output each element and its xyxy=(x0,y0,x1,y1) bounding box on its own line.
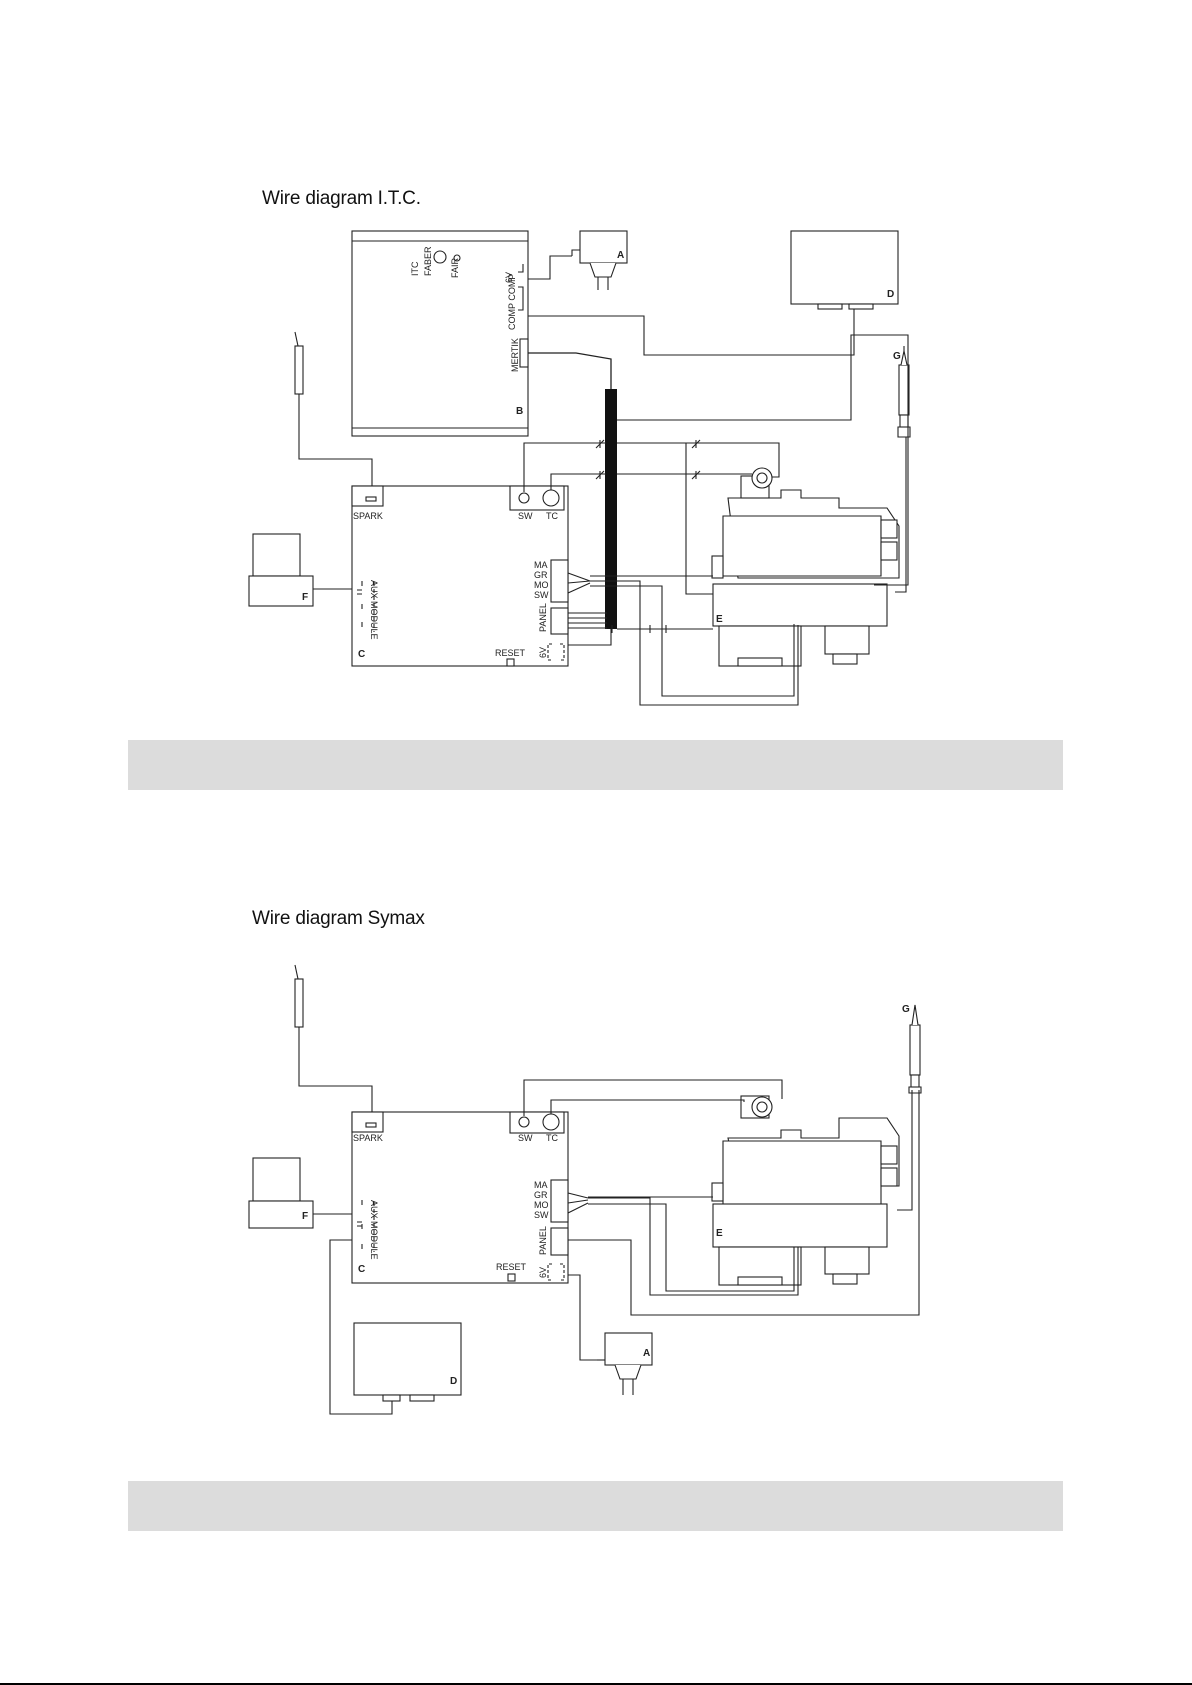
label-spark: SPARK xyxy=(353,511,383,521)
label-e-2: E xyxy=(716,1228,723,1239)
label-a-2: A xyxy=(643,1348,650,1359)
label-aux: AUX MODULE xyxy=(369,580,379,640)
label-sw: SW xyxy=(518,511,533,521)
component-e-valve-2: E xyxy=(712,1096,899,1285)
label-faber: FABER xyxy=(423,246,433,276)
label-sw2: SW xyxy=(534,590,549,600)
label-ma-2: MA xyxy=(534,1180,548,1190)
label-reset: RESET xyxy=(495,648,526,658)
label-mertik: MERTIK xyxy=(510,338,520,372)
component-g-probe-2: G xyxy=(902,1004,921,1093)
label-c: C xyxy=(358,649,365,660)
component-d-box-2: D xyxy=(354,1323,461,1401)
label-c-2: C xyxy=(358,1264,365,1275)
label-mo: MO xyxy=(534,580,549,590)
label-aux-2: AUX MODULE xyxy=(369,1200,379,1260)
label-panel: PANEL xyxy=(538,603,548,632)
component-sensor-lead-2 xyxy=(295,965,372,1113)
component-a-adapter: A xyxy=(572,231,627,290)
label-itc: ITC xyxy=(410,261,420,276)
label-6v-2: 6V xyxy=(538,1267,548,1278)
label-d: D xyxy=(887,289,894,300)
label-spark-2: SPARK xyxy=(353,1133,383,1143)
component-c-controller-2: SPARK SW TC MA GR MO SW PANEL 6V RESET A… xyxy=(352,1112,568,1283)
label-e: E xyxy=(716,614,723,625)
label-fair: FAIR xyxy=(450,257,460,278)
label-ma: MA xyxy=(534,560,548,570)
label-sw-3: SW xyxy=(518,1133,533,1143)
label-a: A xyxy=(617,250,624,261)
label-panel-2: PANEL xyxy=(538,1226,548,1255)
label-gr-2: GR xyxy=(534,1190,548,1200)
component-c-controller: SPARK SW TC MA GR MO SW PANEL 6V RESET A… xyxy=(352,486,568,666)
label-comp: COMP COMP xyxy=(507,274,517,330)
label-b: B xyxy=(516,406,523,417)
label-tc: TC xyxy=(546,511,558,521)
component-f-module-2: F xyxy=(249,1158,313,1228)
label-f: F xyxy=(302,592,308,603)
component-b-receiver: ITC FABER FAIR 6V COMP COMP MERTIK B xyxy=(352,231,528,436)
label-g-2: G xyxy=(902,1004,910,1015)
component-d-box: D xyxy=(791,231,898,309)
component-a-adapter-2: A xyxy=(597,1333,652,1395)
label-d-2: D xyxy=(450,1376,457,1387)
label-tc-2: TC xyxy=(546,1133,558,1143)
label-mo-2: MO xyxy=(534,1200,549,1210)
label-gr: GR xyxy=(534,570,548,580)
label-f-2: F xyxy=(302,1211,308,1222)
component-f-module: F xyxy=(249,534,313,606)
diagram-symax: G SPARK SW TC MA GR MO SW PANEL 6V RESET… xyxy=(249,965,921,1414)
label-sw-4: SW xyxy=(534,1210,549,1220)
component-e-valve: E xyxy=(712,468,899,666)
label-6v: 6V xyxy=(538,647,548,658)
diagram-itc: ITC FABER FAIR 6V COMP COMP MERTIK B A D xyxy=(249,231,910,705)
label-g: G xyxy=(893,351,901,362)
label-reset-2: RESET xyxy=(496,1262,527,1272)
